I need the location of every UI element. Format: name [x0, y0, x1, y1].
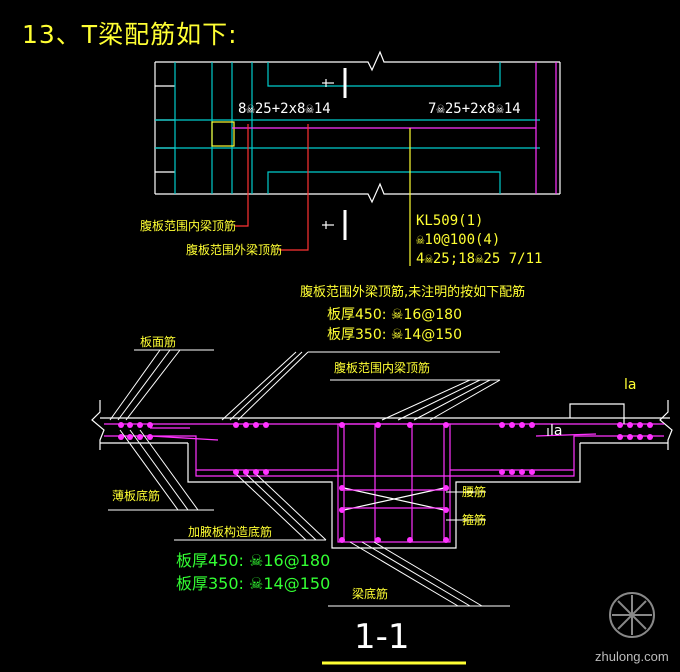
plan-right-rebar: 7☠25+2x8☠14: [428, 101, 521, 117]
label-outer-top-rebar: 腹板范围外梁顶筋: [186, 243, 283, 257]
label-slab-top-rebar: 板面筋: [140, 335, 177, 349]
label-waist-rebar: 腰筋: [462, 485, 487, 499]
kl-stirrup-spec: ☠10@100(4): [416, 232, 501, 248]
watermark-text: zhulong.com: [595, 649, 669, 664]
kl-beam-name: KL509(1): [416, 213, 484, 229]
plan-outline: [155, 50, 560, 72]
note-outer-top-header: 腹板范围外梁顶筋,未注明的按如下配筋: [300, 285, 526, 300]
label-beam-bottom-rebar: 梁底筋: [352, 587, 389, 601]
haunch-note-450: 板厚450: ☠16@180: [176, 551, 331, 570]
watermark-logo: [609, 592, 655, 638]
plan-view: [154, 50, 561, 266]
note-slab-350: 板厚350: ☠14@150: [327, 327, 462, 343]
note-slab-450: 板厚450: ☠16@180: [327, 307, 462, 323]
label-section-inner-top: 腹板范围内梁顶筋: [334, 361, 431, 375]
label-thin-bottom-rebar: 薄板底筋: [112, 489, 161, 503]
section-mark: 1-1: [354, 617, 410, 657]
plan-left-rebar: 8☠25+2x8☠14: [238, 101, 331, 117]
page-title: 13、T梁配筋如下:: [22, 20, 238, 49]
label-la-top: la: [624, 377, 637, 393]
kl-main-rebar-spec: 4☠25;18☠25 7/11: [416, 251, 543, 267]
haunch-note-350: 板厚350: ☠14@150: [176, 574, 331, 593]
label-la-mid: la: [550, 423, 563, 439]
label-haunch-bottom-rebar: 加腋板构造底筋: [188, 525, 273, 539]
rebar-dots: [118, 422, 653, 543]
label-stirrup: 箍筋: [462, 513, 487, 527]
label-inner-top-rebar: 腹板范围内梁顶筋: [140, 219, 237, 233]
